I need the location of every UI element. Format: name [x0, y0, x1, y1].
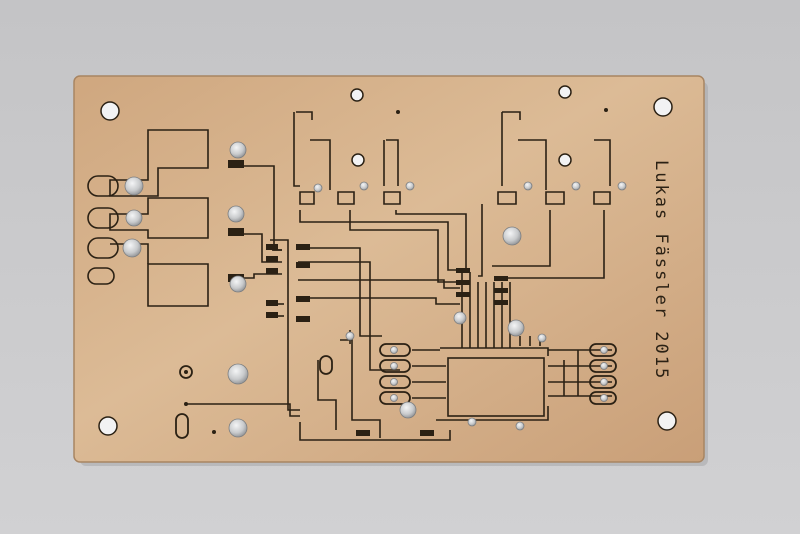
drill-holes	[184, 108, 608, 434]
copper-traces	[186, 111, 612, 441]
header-pads	[175, 343, 617, 439]
solder-joints	[122, 141, 627, 438]
mounting-holes	[98, 85, 677, 436]
board-signature-text: Lukas Fässler 2015	[651, 160, 671, 380]
